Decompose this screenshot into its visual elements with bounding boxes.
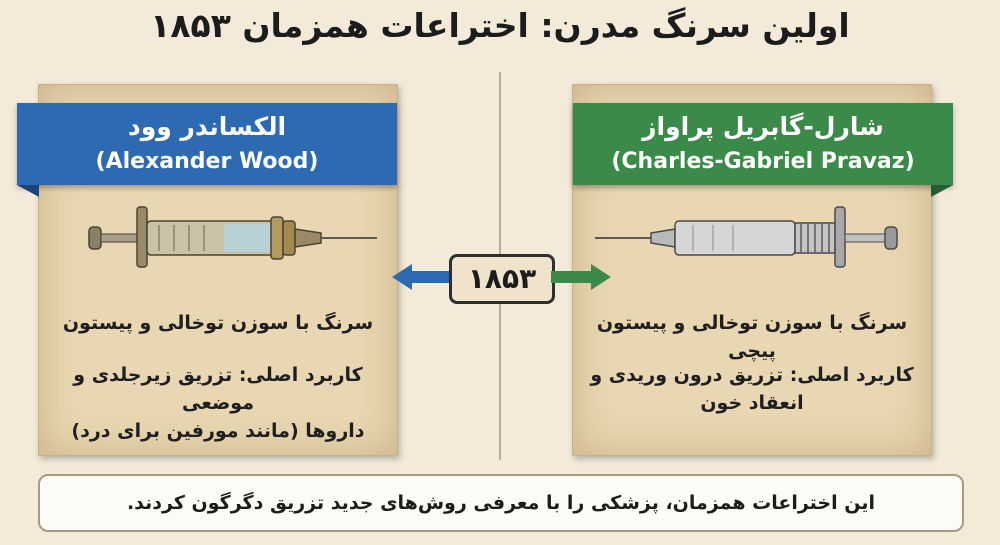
arrow-left-icon	[392, 264, 452, 290]
inventor-name-fa: شارل-گابریل پراواز	[642, 112, 884, 141]
banner-charles-gabriel-pravaz: شارل-گابریل پراواز (Charles-Gabriel Prav…	[573, 103, 953, 185]
inventor-name-fa: الکساندر وود	[127, 112, 287, 141]
main-use-line-1: کاربرد اصلی: تزریق درون وریدی و	[590, 364, 914, 386]
panel-charles-gabriel-pravaz: شارل-گابریل پراواز (Charles-Gabriel Prav…	[572, 84, 953, 456]
main-use-text: کاربرد اصلی: تزریق زیرجلدی و موضعی داروه…	[51, 361, 385, 445]
main-use-line-2: داروها (مانند مورفین برای درد)	[71, 420, 365, 442]
inventor-name-en: (Charles-Gabriel Pravaz)	[611, 149, 915, 174]
inventor-name-en: (Alexander Wood)	[95, 149, 319, 174]
arrow-right-icon	[551, 264, 611, 290]
banner-fold	[931, 185, 953, 197]
main-use-text: کاربرد اصلی: تزریق درون وریدی و انعقاد خ…	[585, 361, 919, 417]
syringe-type-text: سرنگ با سوزن توخالی و پیستون	[62, 312, 374, 334]
banner-alexander-wood: الکساندر وود (Alexander Wood)	[17, 103, 397, 185]
year-badge: ۱۸۵۳	[449, 254, 555, 304]
metal-syringe-illustration	[595, 206, 898, 268]
glass-syringe-illustration	[88, 206, 377, 268]
page-title: اولین سرنگ مدرن: اختراعات همزمان ۱۸۵۳	[150, 6, 850, 45]
panel-alexander-wood: الکساندر وود (Alexander Wood) سرنگ با سو…	[17, 84, 398, 456]
footer-note: این اختراعات همزمان، پزشکی را با معرفی ر…	[38, 474, 964, 532]
syringe-type-text: سرنگ با سوزن توخالی و پیستون پیچی	[596, 312, 908, 362]
main-use-line-1: کاربرد اصلی: تزریق زیرجلدی و موضعی	[73, 364, 363, 414]
main-use-line-2: انعقاد خون	[700, 392, 804, 414]
banner-fold	[17, 185, 39, 197]
